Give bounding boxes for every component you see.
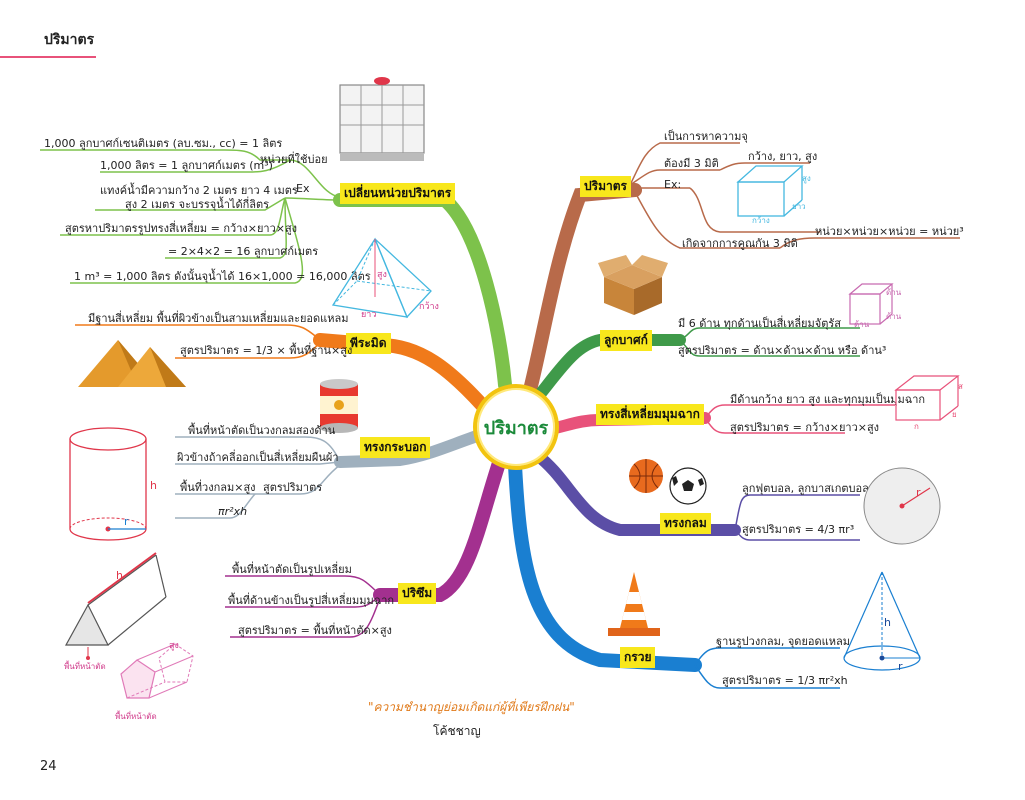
cylinder-item: ผิวข้างถ้าคลี่ออกเป็นสี่เหลี่ยมผืนผ้า bbox=[177, 451, 339, 464]
volume-box-diagram: สูง ยาว กว้าง bbox=[734, 160, 814, 225]
box-width-label: กว้าง bbox=[752, 216, 770, 225]
volume-item: ต้องมี 3 มิติ bbox=[664, 157, 719, 170]
prism-base-label: พื้นที่หน้าตัด bbox=[64, 662, 106, 671]
prism-label: ปริซึม bbox=[398, 583, 437, 604]
prism-h-label: h bbox=[116, 569, 123, 582]
cardboard-box-illustration bbox=[598, 255, 668, 317]
cone-r-label: r bbox=[898, 660, 903, 673]
can-illustration bbox=[318, 378, 360, 434]
pyramid-item: มีฐานสี่เหลี่ยม พื้นที่ผิวข้างเป็นสามเหล… bbox=[88, 312, 349, 325]
center-title: ปริมาตร bbox=[483, 417, 549, 439]
prism-item: พื้นที่ด้านข้างเป็นรูปสี่เหลี่ยมมุมฉาก bbox=[228, 594, 395, 607]
prism-item: พื้นที่หน้าตัดเป็นรูปเหลี่ยม bbox=[232, 563, 352, 576]
cone-label: กรวย bbox=[620, 647, 656, 668]
cylinder-diagram: h r bbox=[66, 425, 166, 550]
cuboid-label: ทรงสี่เหลี่ยมมุมฉาก bbox=[596, 404, 704, 425]
cone-item: สูตรปริมาตร = 1/3 πr²xh bbox=[722, 674, 848, 687]
branch-cube bbox=[531, 334, 686, 404]
center-node: ปริมาตร bbox=[473, 384, 559, 470]
pentagon-height-label: สูง bbox=[169, 641, 179, 651]
pyramid-length-label: ยาว bbox=[361, 310, 377, 320]
triangular-prism-diagram: h พื้นที่หน้าตัด bbox=[58, 545, 168, 671]
ex-label: Ex bbox=[296, 182, 310, 195]
volume-item: เป็นการหาความจุ bbox=[664, 130, 748, 143]
cylinder-r-label: r bbox=[124, 515, 129, 528]
sphere-label: ทรงกลม bbox=[660, 513, 711, 534]
unit-change-item: 1,000 ลูกบาศก์เซนติเมตร (ลบ.ซม., cc) = 1… bbox=[44, 137, 283, 150]
pyramid-width-label: กว้าง bbox=[419, 302, 439, 312]
header-rule bbox=[0, 56, 96, 58]
page-number: 24 bbox=[40, 759, 57, 774]
unit-change-label: เปลี่ยนหน่วยปริมาตร bbox=[340, 183, 456, 204]
cylinder-item: พื้นที่หน้าตัดเป็นวงกลมสองด้าน bbox=[188, 424, 336, 437]
volume-item: Ex: bbox=[664, 178, 682, 191]
cuboid-diagram: ส ย ก bbox=[892, 372, 968, 431]
cuboid-item: มีด้านกว้าง ยาว สูง และทุกมุมเป็นมุมฉาก bbox=[730, 393, 926, 406]
sphere-item: สูตรปริมาตร = 4/3 πr³ bbox=[742, 523, 855, 536]
cylinder-label: ทรงกระบอก bbox=[360, 437, 431, 458]
cuboid-w-label: ย bbox=[952, 410, 957, 419]
volume-item: เกิดจากการคูณกัน 3 มิติ bbox=[682, 237, 798, 250]
branch-cone bbox=[508, 458, 702, 672]
branch-unit-change bbox=[333, 193, 512, 392]
volume-dims: กว้าง, ยาว, สูง bbox=[748, 150, 818, 163]
prism-item: สูตรปริมาตร = พื้นที่หน้าตัด×สูง bbox=[238, 624, 392, 637]
example-line: 1 m³ = 1,000 ลิตร ดังนั้นจุน้ำได้ 16×1,0… bbox=[74, 270, 371, 283]
water-tank-illustration bbox=[338, 75, 428, 165]
pentagonal-prism-diagram: สูง พื้นที่หน้าตัด bbox=[115, 640, 215, 725]
cube-item: มี 6 ด้าน ทุกด้านเป็นสี่เหลี่ยมจัตุรัส bbox=[678, 317, 841, 330]
cube-label: ลูกบาศก์ bbox=[600, 330, 652, 351]
unit-change-item: 1,000 ลิตร = 1 ลูกบาศก์เมตร (m³) bbox=[100, 159, 273, 172]
cube-item: สูตรปริมาตร = ด้าน×ด้าน×ด้าน หรือ ด้าน³ bbox=[678, 344, 887, 357]
cylinder-item: พื้นที่วงกลม×สูง bbox=[180, 481, 256, 494]
pyramid-height-label: สูง bbox=[377, 270, 387, 280]
cuboid-item: สูตรปริมาตร = กว้าง×ยาว×สูง bbox=[730, 421, 880, 434]
cylinder-item: สูตรปริมาตร bbox=[263, 481, 323, 494]
branch-sphere bbox=[531, 449, 741, 536]
unit-formula: หน่วย×หน่วย×หน่วย = หน่วย³ bbox=[815, 225, 964, 238]
cube-side-label: ด้าน bbox=[854, 320, 870, 329]
branch-cylinder bbox=[334, 429, 486, 468]
volume-label: ปริมาตร bbox=[580, 176, 631, 197]
box-height-label: สูง bbox=[802, 174, 811, 183]
pyramid-diagram: สูง ยาว กว้าง bbox=[325, 235, 440, 320]
cuboid-h-label: ส bbox=[958, 382, 963, 391]
balls-illustration bbox=[628, 456, 710, 506]
pentagon-base-label: พื้นที่หน้าตัด bbox=[115, 712, 157, 721]
example-line: สูตรหาปริมาตรรูปทรงสี่เหลี่ยม = กว้าง×ยา… bbox=[65, 222, 298, 235]
cone-item: ฐานรูปวงกลม, จุดยอดแหลม bbox=[716, 635, 850, 648]
traffic-cone-illustration bbox=[606, 570, 662, 640]
cube-side-label: ด้าน bbox=[886, 288, 902, 297]
sphere-diagram: r bbox=[862, 466, 942, 546]
sphere-item: ลูกฟุตบอล, ลูกบาสเกตบอล bbox=[742, 482, 869, 495]
cube-side-label: ด้าน bbox=[886, 312, 902, 321]
branch-volume bbox=[523, 183, 642, 397]
pyramid-label: พีระมิด bbox=[346, 333, 391, 354]
example-line: = 2×4×2 = 16 ลูกบาศก์เมตร bbox=[168, 245, 319, 258]
pyramid-item: สูตรปริมาตร = 1/3 × พื้นที่ฐาน×สูง bbox=[180, 344, 353, 357]
cylinder-formula: πr²xh bbox=[218, 505, 248, 518]
footer-quote: "ความชำนาญย่อมเกิดแก่ผู้ที่เพียรฝึกฝน" bbox=[368, 700, 575, 714]
sphere-r-label: r bbox=[916, 486, 921, 499]
example-line: แทงค์น้ำมีความกว้าง 2 เมตร ยาว 4 เมตร bbox=[100, 184, 298, 197]
example-line: สูง 2 เมตร จะบรรจุน้ำได้กี่ลิตร bbox=[125, 198, 270, 211]
cone-h-label: h bbox=[884, 616, 891, 629]
branch-prism bbox=[373, 453, 507, 602]
footer-author: โค้ชชาญ bbox=[433, 724, 481, 738]
page-title: ปริมาตร bbox=[44, 32, 95, 48]
cuboid-l-label: ก bbox=[914, 422, 919, 431]
cylinder-h-label: h bbox=[150, 479, 157, 492]
box-length-label: ยาว bbox=[792, 202, 806, 211]
cube-diagram: ด้าน ด้าน ด้าน bbox=[846, 280, 908, 330]
cone-diagram: h r bbox=[842, 568, 922, 676]
pyramids-illustration bbox=[78, 335, 188, 390]
unit-change-sublabel: หน่วยที่ใช้บ่อย bbox=[260, 153, 328, 166]
